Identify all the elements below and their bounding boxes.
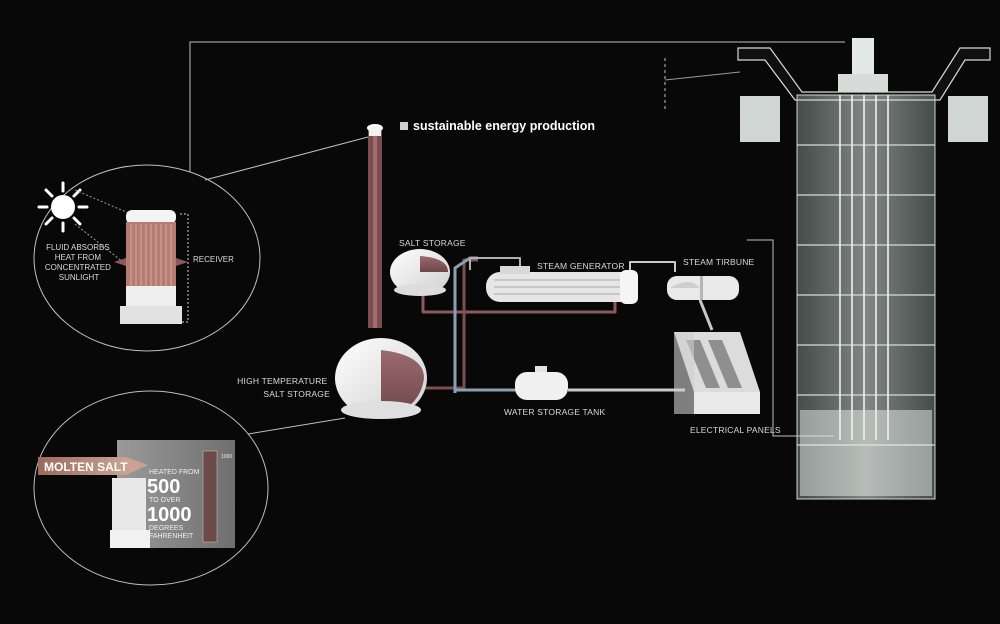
- receiver-text-line: SUNLIGHT: [59, 273, 100, 282]
- temperature-high: 1000: [147, 504, 192, 526]
- turbine-to-panels: [698, 299, 714, 331]
- receiver-text-line: FLUID ABSORBS: [46, 243, 110, 252]
- steam-turbine-label: STEAM TIRBUNE: [683, 257, 755, 267]
- temperature-low: 500: [147, 476, 180, 498]
- receiver-label: RECEIVER: [193, 255, 234, 264]
- steam-generator-label: STEAM GENERATOR: [537, 261, 625, 271]
- water-pipe: [453, 256, 478, 393]
- steam-generator: [486, 266, 638, 304]
- thermometer-bar: [202, 450, 218, 543]
- fahrenheit-text: FAHRENHEIT: [149, 533, 194, 540]
- diagram-title: sustainable energy production: [413, 119, 595, 133]
- molten-salt-tag: MOLTEN SALT: [44, 460, 128, 474]
- salt-feed-line: [469, 257, 521, 270]
- degrees-text: DEGREES: [149, 525, 184, 532]
- steam-pipe: [629, 261, 676, 272]
- sun-icon: [37, 181, 89, 233]
- receiver-text-line: CONCENTRATED: [45, 263, 111, 272]
- electrical-panels: [674, 332, 760, 414]
- receiver-text-line: HEAT FROM: [55, 253, 102, 262]
- salt-storage-label: SALT STORAGE: [399, 238, 466, 248]
- steam-turbine: [667, 276, 739, 300]
- water-tank-label: WATER STORAGE TANK: [504, 407, 605, 417]
- receiver-cylinder: [114, 210, 188, 324]
- title-bullet-icon: [400, 122, 408, 130]
- heated-from-text: HEATED FROM: [149, 469, 200, 476]
- water-storage-tank: [515, 366, 568, 400]
- electrical-panels-label: ELECTRICAL PANELS: [690, 425, 781, 435]
- collector-column: [367, 124, 383, 328]
- high-temp-label-line: HIGH TEMPERATURE: [237, 376, 327, 386]
- receiver-callout: RECEIVER FLUID ABSORBS HEAT FROM CONCENT…: [33, 164, 261, 352]
- thermometer-max-label: 1000: [221, 454, 232, 460]
- solar-tower: [664, 38, 991, 500]
- receiver-description: FLUID ABSORBS HEAT FROM CONCENTRATED SUN…: [45, 243, 113, 282]
- to-over-text: TO OVER: [149, 497, 180, 504]
- high-temp-storage-tank: [335, 338, 427, 419]
- high-temp-label: HIGH TEMPERATURE SALT STORAGE: [237, 376, 330, 399]
- salt-to-generator-pipe: [480, 300, 617, 314]
- salt-storage-tank: [390, 249, 450, 296]
- high-temp-label-line: SALT STORAGE: [263, 389, 330, 399]
- molten-salt-callout: MOLTEN SALT HEATED FROM 500 TO OVER 1000…: [33, 390, 269, 586]
